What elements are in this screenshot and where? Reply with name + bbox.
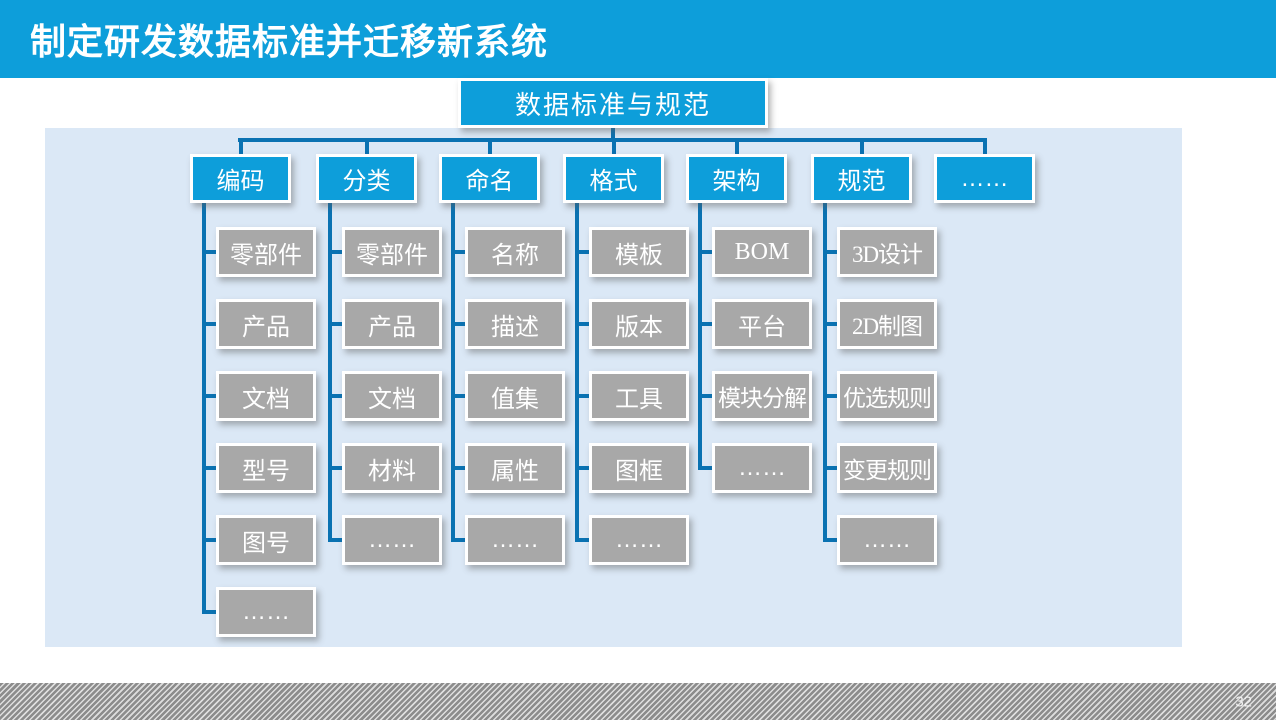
connector-line: [823, 250, 837, 254]
leaf-node: ……: [589, 515, 689, 565]
leaf-node: 名称: [465, 227, 565, 277]
connector-line: [239, 140, 243, 154]
connector-line: [202, 394, 216, 398]
header-band: 制定研发数据标准并迁移新系统: [0, 0, 1276, 78]
branch-node: 规范: [811, 154, 912, 203]
connector-line: [328, 203, 332, 542]
leaf-node: 工具: [589, 371, 689, 421]
connector-line: [202, 250, 216, 254]
leaf-node: 产品: [342, 299, 442, 349]
footer-stripe-band: 32: [0, 683, 1276, 720]
connector-line: [698, 466, 712, 470]
leaf-node: 变更规则: [837, 443, 937, 493]
leaf-node: 描述: [465, 299, 565, 349]
connector-line: [202, 203, 206, 614]
leaf-node: BOM: [712, 227, 812, 277]
branch-node: 架构: [686, 154, 787, 203]
leaf-node: 平台: [712, 299, 812, 349]
leaf-node: 图框: [589, 443, 689, 493]
connector-line: [328, 394, 342, 398]
connector-line: [202, 466, 216, 470]
connector-line: [860, 140, 864, 154]
connector-line: [328, 250, 342, 254]
connector-line: [451, 466, 465, 470]
leaf-node: ……: [465, 515, 565, 565]
connector-line: [735, 140, 739, 154]
leaf-node: ……: [216, 587, 316, 637]
leaf-node: ……: [342, 515, 442, 565]
connector-line: [823, 466, 837, 470]
leaf-node: 文档: [342, 371, 442, 421]
leaf-node: 2D制图: [837, 299, 937, 349]
leaf-node: ……: [837, 515, 937, 565]
leaf-node: 材料: [342, 443, 442, 493]
connector-line: [328, 466, 342, 470]
connector-line: [451, 322, 465, 326]
leaf-node: 3D设计: [837, 227, 937, 277]
leaf-node: 模块分解: [712, 371, 812, 421]
connector-line: [612, 140, 616, 154]
connector-line: [698, 203, 702, 470]
connector-line: [365, 140, 369, 154]
connector-line: [823, 203, 827, 542]
branch-node: 分类: [316, 154, 417, 203]
leaf-node: ……: [712, 443, 812, 493]
connector-line: [328, 538, 342, 542]
connector-line: [983, 140, 987, 154]
connector-line: [202, 610, 216, 614]
leaf-node: 零部件: [216, 227, 316, 277]
connector-line: [575, 394, 589, 398]
leaf-node: 零部件: [342, 227, 442, 277]
leaf-node: 文档: [216, 371, 316, 421]
connector-line: [575, 322, 589, 326]
leaf-node: 版本: [589, 299, 689, 349]
connector-line: [202, 538, 216, 542]
leaf-node: 属性: [465, 443, 565, 493]
connector-line: [488, 140, 492, 154]
branch-node: 命名: [439, 154, 540, 203]
leaf-node: 模板: [589, 227, 689, 277]
connector-line: [202, 322, 216, 326]
root-node: 数据标准与规范: [458, 78, 768, 128]
branch-node: 编码: [190, 154, 291, 203]
leaf-node: 优选规则: [837, 371, 937, 421]
connector-line: [823, 394, 837, 398]
leaf-node: 值集: [465, 371, 565, 421]
connector-line: [451, 538, 465, 542]
connector-line: [698, 250, 712, 254]
connector-line: [328, 322, 342, 326]
connector-line: [575, 466, 589, 470]
leaf-node: 型号: [216, 443, 316, 493]
page-number: 32: [1235, 693, 1252, 710]
leaf-node: 产品: [216, 299, 316, 349]
connector-line: [698, 322, 712, 326]
connector-line: [575, 203, 579, 542]
connector-line: [823, 322, 837, 326]
connector-line: [575, 250, 589, 254]
connector-line: [451, 394, 465, 398]
branch-node: ……: [934, 154, 1035, 203]
connector-line: [823, 538, 837, 542]
branch-node: 格式: [563, 154, 664, 203]
connector-line: [611, 126, 615, 140]
connector-line: [451, 203, 455, 542]
connector-line: [451, 250, 465, 254]
connector-line: [698, 394, 712, 398]
leaf-node: 图号: [216, 515, 316, 565]
slide-title: 制定研发数据标准并迁移新系统: [30, 21, 549, 62]
connector-line: [575, 538, 589, 542]
